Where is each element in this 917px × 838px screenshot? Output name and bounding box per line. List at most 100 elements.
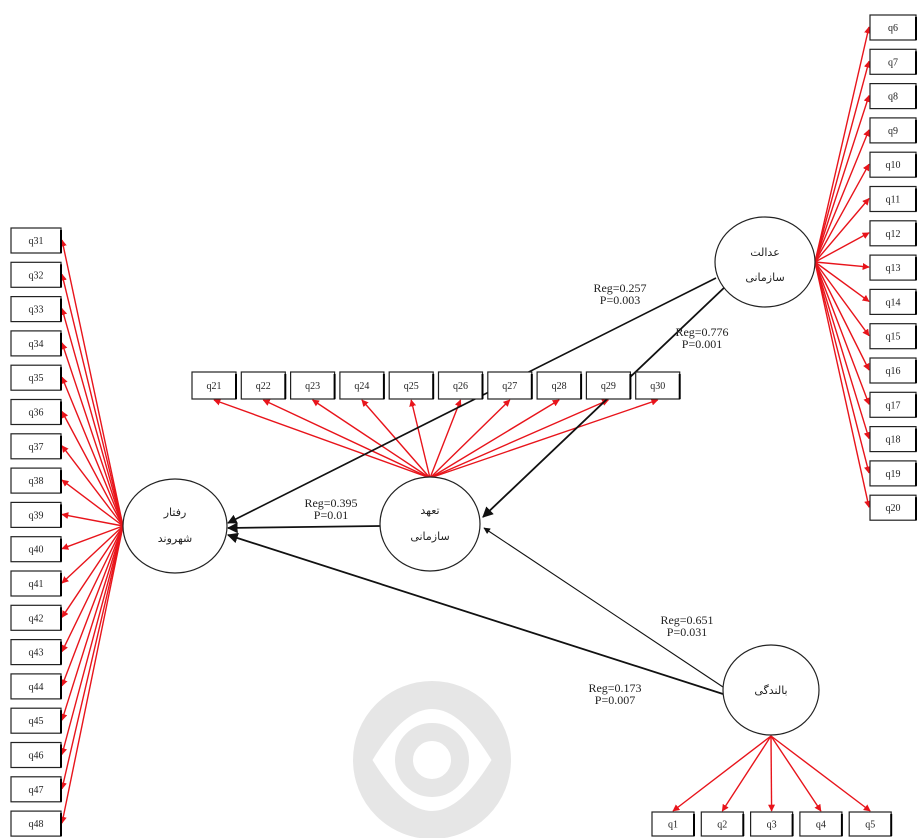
indicator-box-q17: q17 [869,391,917,418]
path-maturity-to-commitment [483,527,727,690]
loading-arrow-q40 [61,525,124,550]
indicator-box-q34: q34 [10,330,62,357]
indicator-label: q19 [886,469,901,480]
indicator-box-q6: q6 [869,14,917,41]
indicator-label: q35 [29,373,44,384]
indicator-label: q25 [404,381,419,392]
loading-arrow-q43 [61,525,124,653]
indicator-box-q20: q20 [869,494,917,521]
indicator-label: q46 [29,751,44,762]
loading-arrow-q44 [60,525,124,687]
indicator-box-q15: q15 [869,323,917,350]
loading-arrow-q5 [770,735,871,812]
indicator-label: q17 [886,400,901,411]
coef-commitment-citizenship: Reg=0.395 P=0.01 [304,496,357,522]
indicator-box-q42: q42 [10,604,62,631]
indicator-label: q10 [886,160,901,171]
indicator-box-q27: q27 [487,371,533,400]
indicator-label: q47 [29,785,44,796]
p-label: P=0.01 [314,508,348,522]
reg-label: Reg=0.257 [593,281,646,295]
loading-arrow-q18 [814,261,871,440]
indicator-label: q48 [29,819,44,830]
indicator-box-q36: q36 [10,398,62,426]
latent-citizenship-line2: شهروند [158,532,193,545]
loading-arrow-q41 [61,525,124,584]
indicator-label: q7 [888,57,898,68]
path-justice-to-commitment [482,284,728,518]
indicator-box-q25: q25 [388,371,435,400]
indicator-box-q1: q1 [651,811,695,837]
coef-maturity-citizenship: Reg=0.173 P=0.007 [588,681,641,707]
loading-arrow-q45 [60,525,124,721]
indicator-label: q29 [601,381,616,392]
latent-commitment-line1: تعهد [420,504,439,517]
indicator-label: q11 [886,195,901,206]
indicator-label: q21 [207,381,222,392]
indicator-label: q43 [29,648,44,659]
indicator-box-q41: q41 [10,570,62,597]
loading-arrow-q34 [60,342,124,527]
loading-arrow-q19 [814,261,871,474]
indicator-box-q26: q26 [437,371,484,400]
indicator-label: q2 [717,820,727,831]
loading-arrow-q21 [213,398,431,479]
indicator-box-q9: q9 [869,117,917,144]
indicator-label: q36 [29,408,44,419]
indicator-box-q13: q13 [869,254,917,281]
indicator-label: q18 [886,435,901,446]
indicator-box-q45: q45 [10,707,62,734]
loading-arrow-q29 [429,399,610,479]
loading-arrow-q32 [60,273,124,527]
loading-arrow-q11 [814,197,870,263]
measurement-arrows [59,26,872,824]
loading-arrow-q10 [814,163,870,263]
loading-arrow-q35 [61,376,124,527]
loading-arrow-q6 [814,26,872,263]
p-label: P=0.007 [595,693,635,707]
indicator-label: q45 [29,716,44,727]
indicator-box-q46: q46 [10,741,62,769]
loading-arrow-q27 [429,399,511,479]
indicator-box-q19: q19 [869,460,917,487]
indicator-box-q44: q44 [10,673,62,700]
indicator-label: q6 [888,23,898,34]
indicator-box-q48: q48 [10,810,62,837]
loading-arrow-q33 [60,307,124,527]
indicator-label: q28 [552,381,567,392]
indicator-box-q3: q3 [749,811,794,837]
latent-commitment: تعهد سازمانی [379,476,481,572]
indicator-box-q24: q24 [339,371,385,400]
indicator-box-q43: q43 [10,638,62,666]
indicator-box-q12: q12 [869,220,917,247]
indicator-box-q5: q5 [848,811,893,837]
indicator-label: q39 [29,510,44,521]
indicator-box-q18: q18 [869,426,917,453]
indicator-box-q35: q35 [10,364,62,391]
indicator-box-q40: q40 [10,536,62,563]
loading-arrow-q12 [814,232,870,263]
indicator-box-q11: q11 [869,185,917,213]
indicator-label: q41 [29,579,44,590]
indicator-label: q22 [256,381,271,392]
indicator-label: q32 [29,270,44,281]
loading-arrow-q46 [60,525,124,756]
indicator-box-q2: q2 [700,811,745,837]
indicator-label: q3 [767,820,777,831]
indicator-label: q34 [29,339,44,350]
indicator-label: q40 [29,545,44,556]
watermark-logo [353,681,511,838]
structural-paths [226,277,728,695]
loading-arrow-q38 [61,479,124,527]
loading-arrow-q25 [409,399,431,479]
loading-arrow-q26 [429,399,462,479]
p-label: P=0.001 [682,337,722,351]
indicator-box-q22: q22 [240,371,287,400]
p-label: P=0.003 [600,293,640,307]
loading-arrow-q16 [814,261,870,371]
loading-arrow-q39 [61,512,124,527]
latent-maturity-line1: بالندگی [754,684,787,697]
loading-arrow-q31 [59,239,124,527]
indicator-box-q31: q31 [10,227,62,254]
